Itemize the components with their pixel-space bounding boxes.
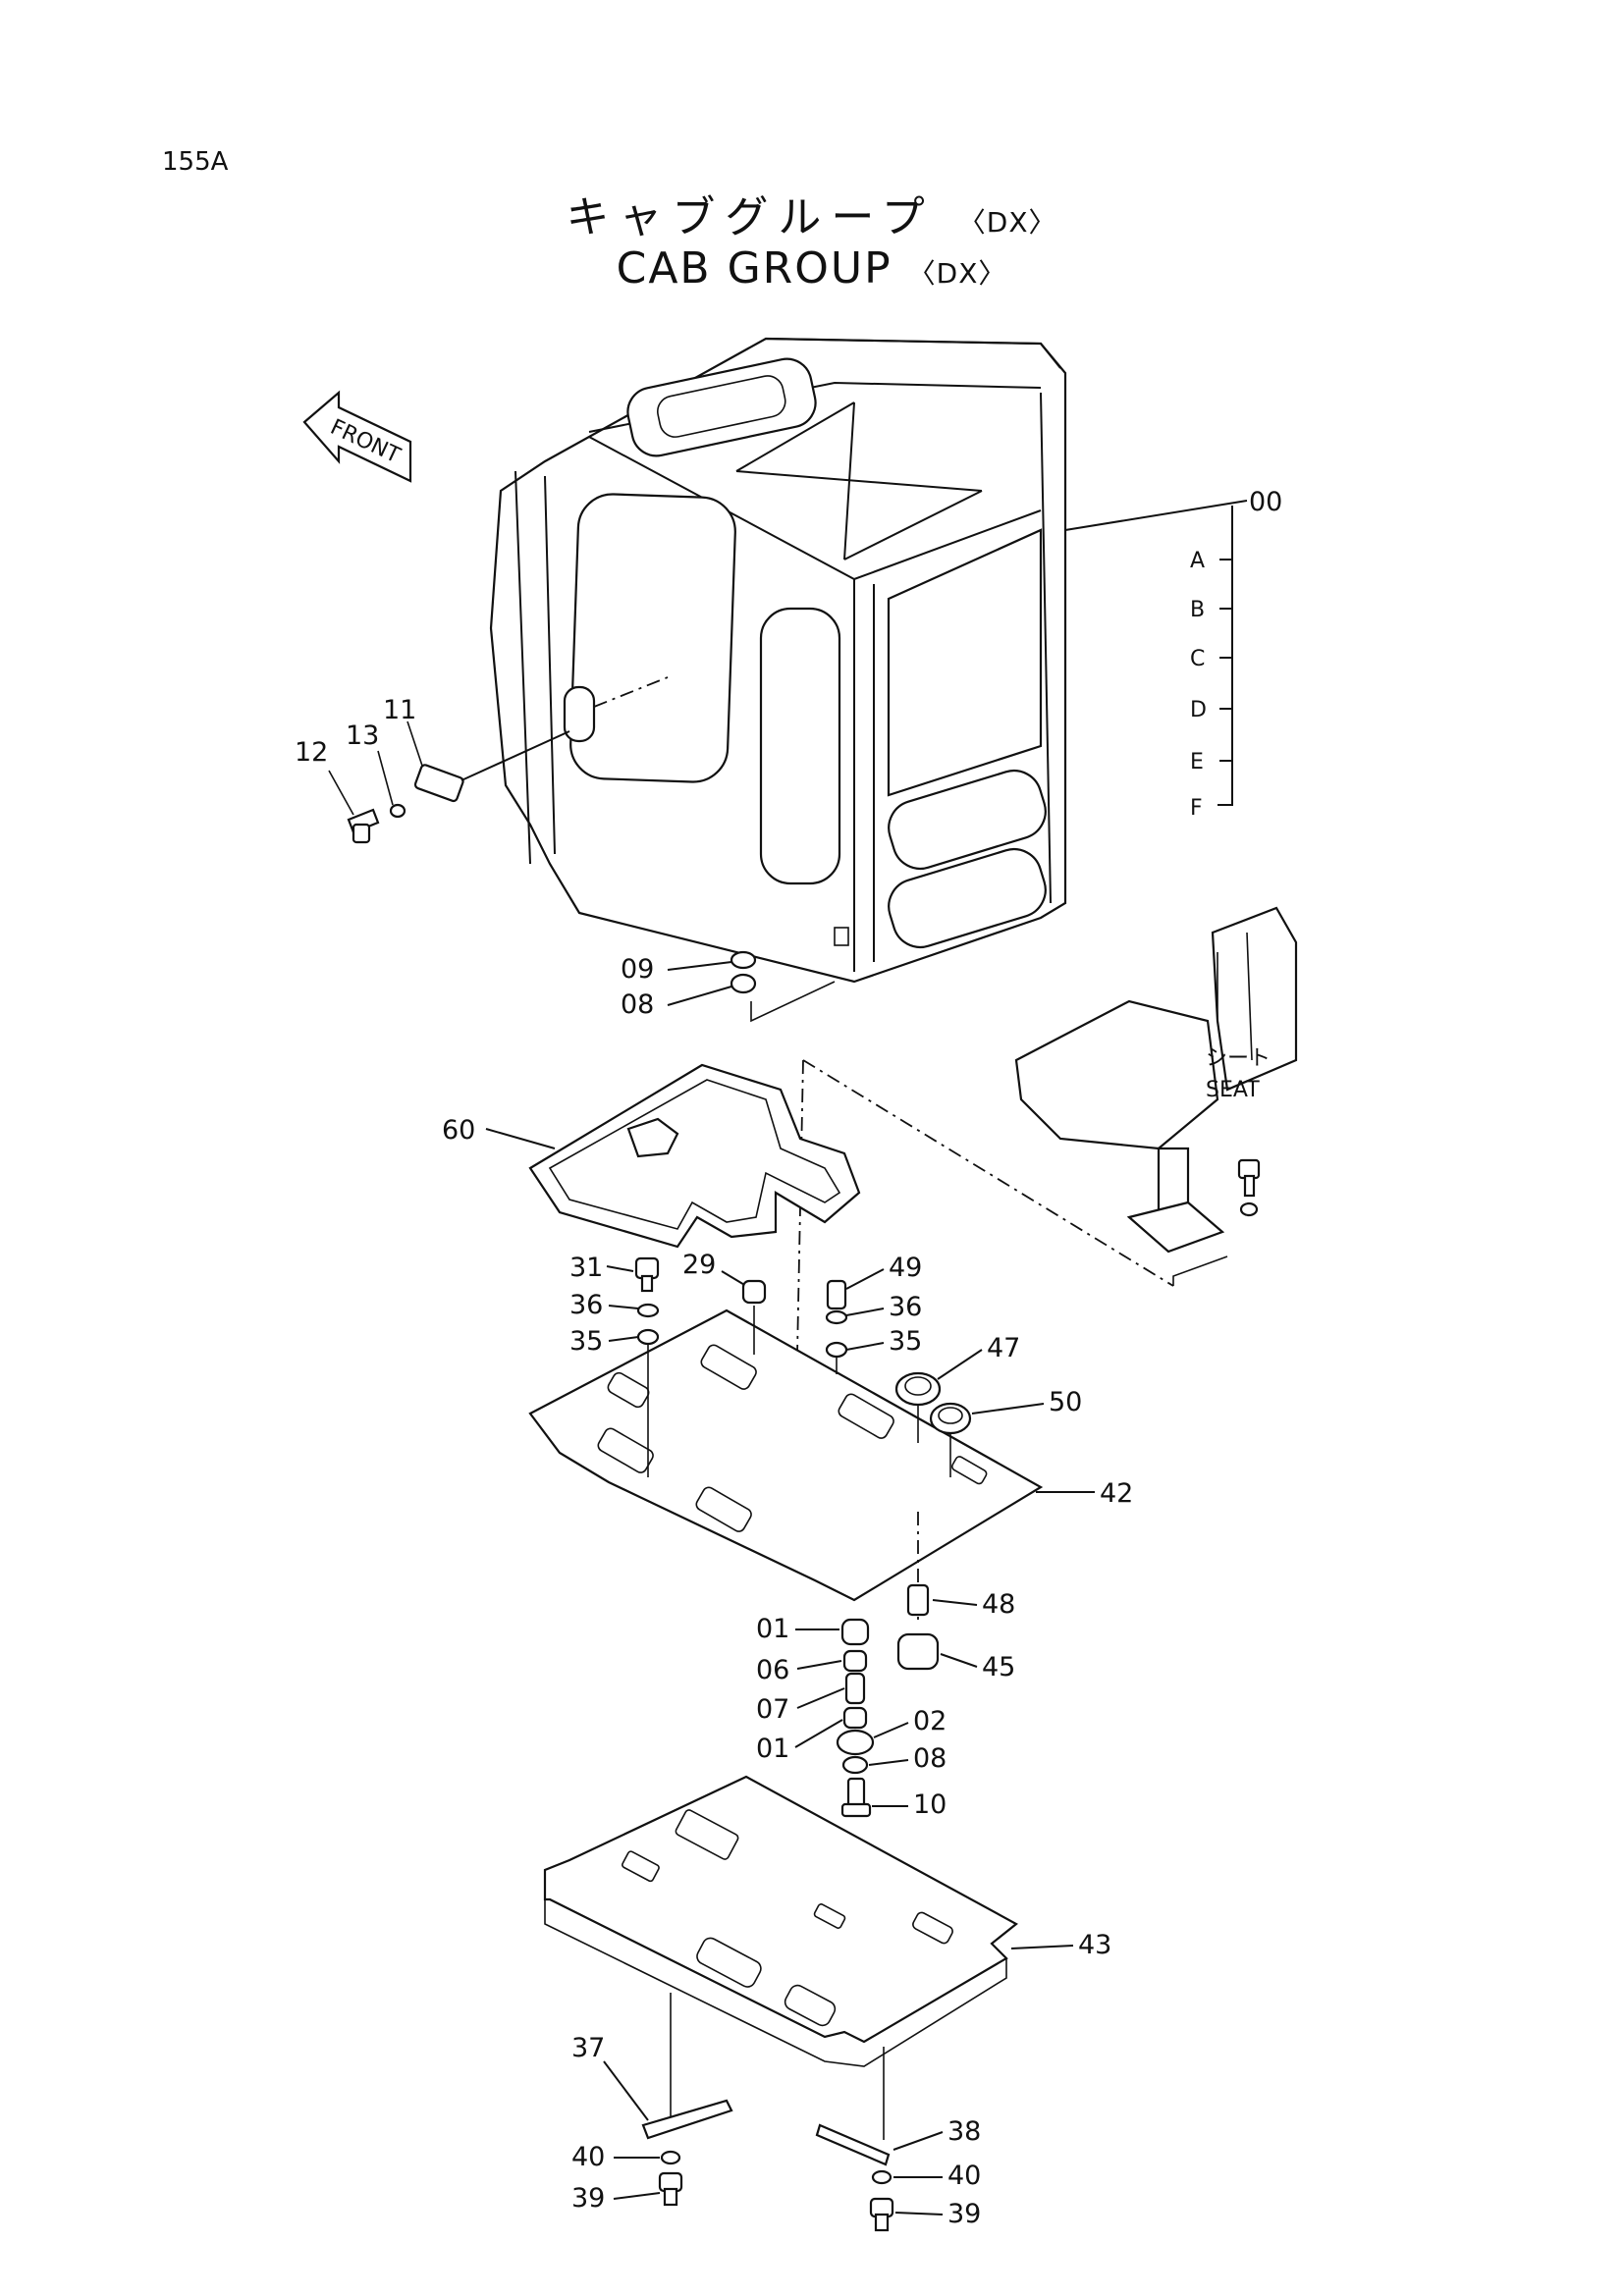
title-english-text: CAB GROUP [616, 243, 893, 294]
callout-39-left: 39 [571, 2183, 605, 2214]
seat: シート SEAT [802, 906, 1298, 1287]
callout-36-right: 36 [889, 1292, 922, 1322]
callout-11: 11 [383, 695, 416, 725]
callout-38: 38 [947, 2116, 981, 2147]
title-japanese-suffix: 〈DX〉 [957, 206, 1057, 239]
cab-subitem-c: C [1190, 647, 1205, 671]
cab-subitem-b: B [1190, 598, 1205, 622]
seat-label-en: SEAT [1206, 1078, 1260, 1102]
callout-08-top: 08 [621, 989, 654, 1020]
cab-subitem-d: D [1190, 698, 1207, 722]
callout-35-left: 35 [569, 1326, 603, 1357]
callout-31: 31 [569, 1253, 603, 1283]
cab-subitem-e: E [1190, 750, 1204, 774]
title-japanese-text: キャブグループ [566, 192, 935, 242]
cab-subitem-a: A [1190, 549, 1205, 573]
callout-36-left: 36 [569, 1290, 603, 1320]
callout-09: 09 [621, 954, 654, 985]
callout-40-right: 40 [947, 2161, 981, 2191]
title-japanese: キャブグループ 〈DX〉 [0, 182, 1623, 244]
callout-01-top: 01 [756, 1614, 789, 1644]
floor-plate: 42 [528, 1308, 1133, 1602]
callout-00: 00 [1249, 487, 1282, 517]
plate-hardware: 31 36 35 29 49 36 35 47 [569, 1250, 1082, 1477]
page-id: 155A [162, 147, 229, 177]
floor-mat: 60 [442, 1063, 861, 1249]
mount-stack: 48 45 01 06 07 01 02 08 10 [756, 1512, 1015, 1820]
callout-07: 07 [756, 1694, 789, 1725]
callout-06: 06 [756, 1655, 789, 1685]
door-catch-parts: 11 13 12 [295, 695, 570, 844]
callout-35-right: 35 [889, 1326, 922, 1357]
callout-08-bottom: 08 [913, 1743, 947, 1774]
callout-01-bottom: 01 [756, 1734, 789, 1764]
callout-29: 29 [682, 1250, 716, 1280]
center-line [794, 1059, 804, 1454]
callout-13: 13 [346, 721, 379, 751]
callout-10: 10 [913, 1789, 947, 1820]
cab-mount-parts: 09 08 [621, 950, 836, 1023]
callout-39-right: 39 [947, 2199, 981, 2229]
cab-assembly-callout: 00 A B C D E F [1064, 487, 1282, 821]
callout-37: 37 [571, 2033, 605, 2063]
callout-47: 47 [987, 1333, 1020, 1363]
callout-49: 49 [889, 1253, 922, 1283]
cab-subitem-f: F [1190, 796, 1203, 821]
bracket-hardware: 37 40 39 38 40 39 [571, 2033, 981, 2232]
callout-48: 48 [982, 1589, 1015, 1620]
callout-50: 50 [1049, 1387, 1082, 1417]
callout-02: 02 [913, 1706, 947, 1736]
callout-45: 45 [982, 1652, 1015, 1682]
base-plate: 43 [543, 1775, 1111, 2140]
callout-12: 12 [295, 737, 328, 768]
callout-43: 43 [1078, 1930, 1111, 1960]
cab-body [489, 337, 1067, 984]
callout-42: 42 [1100, 1478, 1133, 1509]
title-english: CAB GROUP 〈DX〉 [0, 243, 1623, 294]
seat-label-jp: シート [1206, 1046, 1271, 1071]
title-english-suffix: 〈DX〉 [907, 257, 1007, 290]
callout-40-left: 40 [571, 2142, 605, 2172]
front-arrow: FRONT [302, 390, 412, 483]
callout-60: 60 [442, 1115, 475, 1146]
